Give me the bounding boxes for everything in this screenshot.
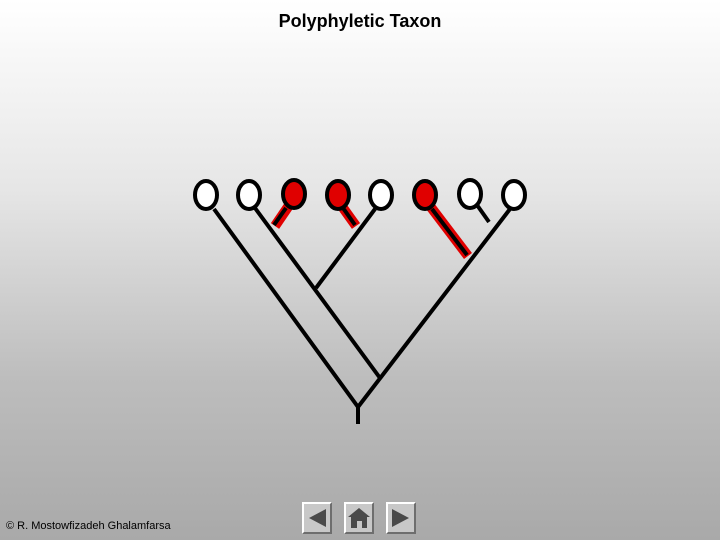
branch-taxon-6 — [430, 207, 469, 257]
previous-button[interactable] — [302, 502, 332, 534]
branch-taxon-1 — [212, 207, 360, 409]
taxon-node-4 — [325, 179, 351, 211]
taxon-node-6 — [412, 179, 438, 211]
branch-taxon-2 — [253, 206, 382, 380]
branch-taxon-3 — [272, 206, 288, 227]
taxon-node-1 — [193, 179, 219, 211]
branch-taxon-4 — [341, 206, 357, 227]
taxon-node-3 — [281, 178, 307, 210]
branch-clade-3-5 — [314, 207, 377, 290]
next-button[interactable] — [386, 502, 416, 534]
triangle-right-icon — [392, 509, 409, 527]
taxon-node-7 — [457, 178, 483, 210]
tree-tips — [193, 178, 527, 211]
page-title: Polyphyletic Taxon — [278, 11, 442, 31]
home-button[interactable] — [344, 502, 374, 534]
taxon-node-5 — [368, 179, 394, 211]
tree-branches — [212, 203, 512, 424]
copyright-text: © R. Mostowfizadeh Ghalamfarsa — [6, 520, 171, 532]
triangle-left-icon — [309, 509, 326, 527]
branch-inner-right — [356, 207, 512, 409]
house-icon — [348, 508, 370, 528]
taxon-node-2 — [236, 179, 262, 211]
branch-taxon-7 — [475, 203, 491, 224]
taxon-node-8 — [501, 179, 527, 211]
